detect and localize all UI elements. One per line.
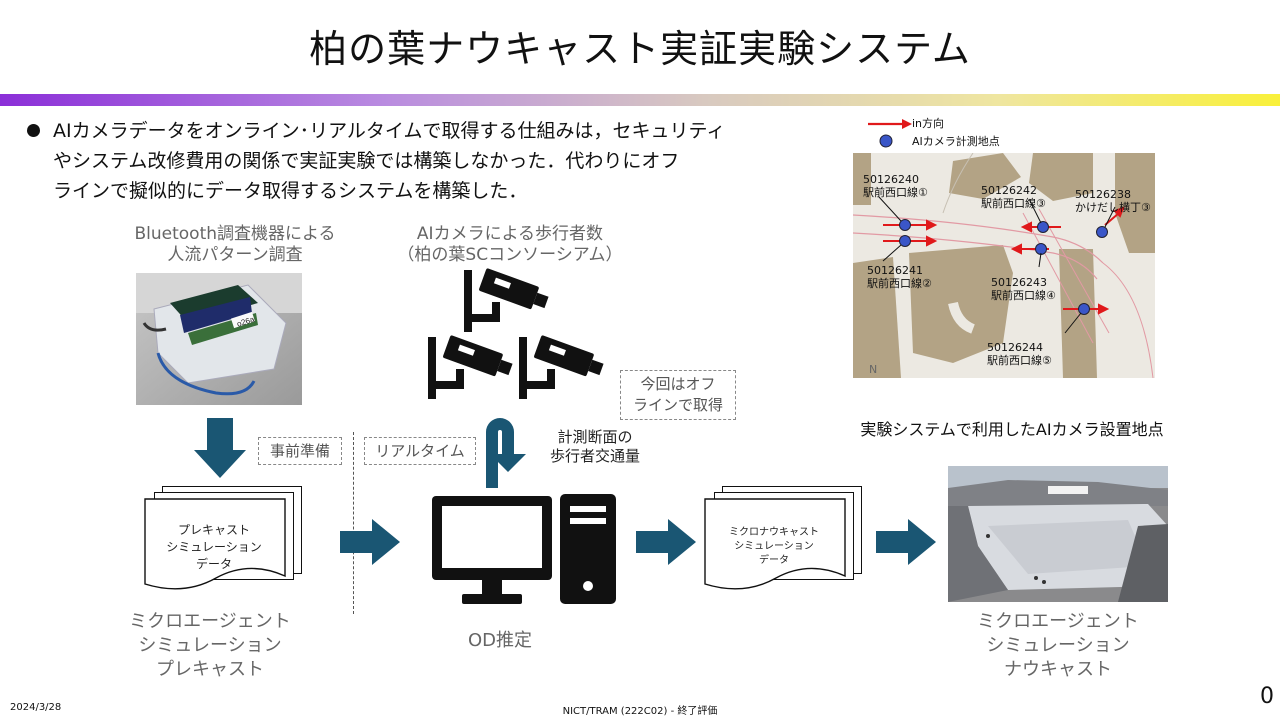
prep-tag: 事前準備 [258,437,342,465]
forecast-data-docs: プレキャスト シミュレーション データ [140,486,308,596]
bullet-dot-icon [27,124,40,137]
slide-title: 柏の葉ナウキャスト実証実験システム [309,27,971,71]
computer-icon [432,494,616,604]
timeline-divider [353,432,354,614]
down-arrow-icon [194,418,246,478]
bullet-line-3: ラインで擬似的にデータ取得するシステムを構築した． [53,180,528,202]
page-number: 0 [1260,684,1274,709]
camera-icon [428,335,513,399]
right-arrow-icon [340,519,400,565]
right-arrow-icon [876,519,936,565]
measure-label: 計測断面の 歩行者交通量 [549,428,640,465]
north-indicator: N [869,363,878,376]
nowcast-doc-text: ミクロナウキャスト シミュレーション データ [729,527,819,566]
map-caption: 実験システムで利用したAIカメラ設置地点 [860,420,1164,439]
camera-icon [464,268,549,332]
forecast-caption: ミクロエージェント シミュレーション プレキャスト [129,611,291,680]
u-turn-arrow-icon [486,418,526,488]
od-estimation-caption: OD推定 [467,630,533,651]
map-legend-icons [868,119,912,148]
nowcast-caption: ミクロエージェント シミュレーション ナウキャスト [977,611,1139,680]
bluetooth-label: Bluetooth調査機器による 人流パターン調査 [134,224,336,265]
nowcast-3d-render [948,466,1168,602]
footer-title: NICT/TRAM (222C02) - 終了評価 [562,706,718,717]
bullet-line-2: やシステム改修費用の関係で実証実験では構築しなかった．代わりにオフ [53,150,680,172]
offline-note: 今回はオフ ラインで取得 [620,370,736,420]
footer-date: 2024/3/28 [10,702,62,713]
map-base [853,153,1155,378]
camera-label: AIカメラによる歩行者数 （柏の葉SCコンソーシアム） [397,224,623,265]
bullet-line-1: AIカメラデータをオンライン･リアルタイムで取得する仕組みは，セキュリティ [53,120,726,142]
bluetooth-device-photo: o26a [136,273,302,405]
right-arrow-icon [636,519,696,565]
legend-direction: in方向 [912,117,945,130]
nowcast-data-docs: ミクロナウキャスト シミュレーション データ [700,486,868,596]
legend-point: AIカメラ計測地点 [912,135,1000,148]
camera-icon [519,335,604,399]
title-gradient-bar [0,94,1280,106]
realtime-tag: リアルタイム [364,437,476,465]
forecast-doc-text: プレキャスト シミュレーション データ [166,523,262,571]
